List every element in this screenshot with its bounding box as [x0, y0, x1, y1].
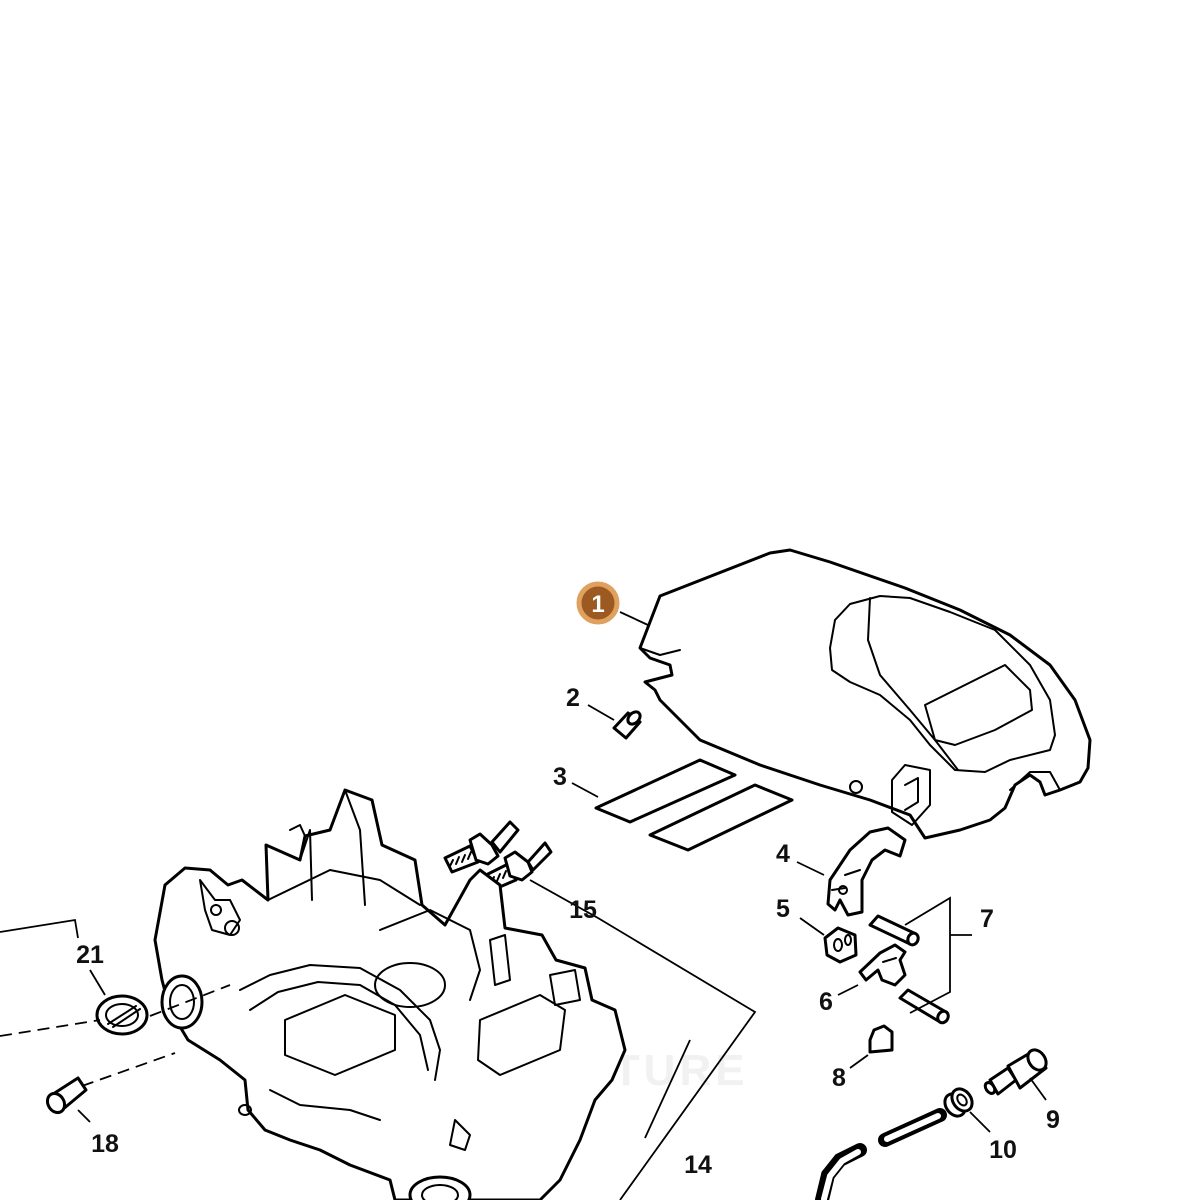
leader-lines — [0, 611, 1047, 1200]
part-2-sleeve[interactable] — [612, 710, 642, 740]
part-9-connector[interactable] — [983, 1046, 1050, 1096]
callout-10: 10 — [989, 1136, 1017, 1164]
callout-18: 18 — [91, 1130, 119, 1158]
callout-21: 21 — [76, 941, 104, 969]
part-18-plug[interactable] — [44, 1076, 88, 1116]
part-6-catch[interactable] — [858, 943, 907, 987]
callout-6: 6 — [819, 988, 833, 1016]
part-5-bracket[interactable] — [823, 926, 858, 964]
callout-8: 8 — [832, 1064, 846, 1092]
callout-4: 4 — [776, 840, 790, 868]
fuel-hose — [815, 1108, 947, 1200]
callout-3: 3 — [553, 763, 567, 791]
callout-9: 9 — [1046, 1106, 1060, 1134]
part-3-strips[interactable] — [594, 758, 794, 852]
callout-2: 2 — [566, 684, 580, 712]
part-8-grommet[interactable] — [868, 1024, 894, 1054]
part-15-studs[interactable] — [443, 820, 553, 894]
callout-15: 15 — [569, 896, 597, 924]
part-4-lever[interactable] — [826, 826, 907, 917]
part-1-top-cover[interactable] — [638, 548, 1092, 840]
callout-1: 1 — [591, 591, 604, 618]
callout-7: 7 — [980, 905, 994, 933]
part-14-crankcase[interactable] — [153, 788, 627, 1200]
part-21-cap[interactable] — [95, 994, 149, 1036]
highlight-badge-part-1[interactable]: 1 — [576, 581, 620, 625]
part-10-spring[interactable] — [941, 1085, 977, 1120]
callout-5: 5 — [776, 895, 790, 923]
callout-14: 14 — [684, 1151, 712, 1179]
